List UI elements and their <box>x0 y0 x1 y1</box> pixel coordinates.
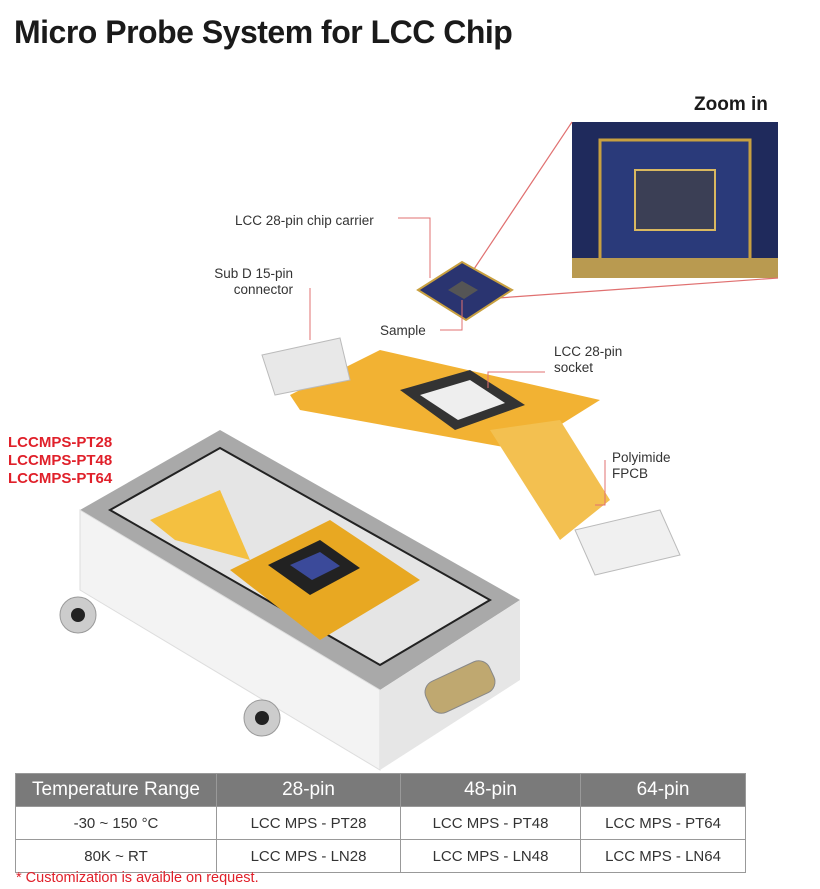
callout-socket-line1: LCC 28-pin <box>554 344 623 359</box>
header-48pin: 48-pin <box>400 773 581 807</box>
customization-note: * Customization is avaible on request. <box>16 870 259 886</box>
header-temperature: Temperature Range <box>15 773 217 807</box>
zoom-in-image <box>572 122 778 278</box>
table-cell: LCC MPS - PT48 <box>400 806 581 840</box>
model-item: LCCMPS-PT48 <box>8 452 113 469</box>
table-row: 80K ~ RT LCC MPS - LN28 LCC MPS - LN48 L… <box>15 839 746 873</box>
table-cell: LCC MPS - LN48 <box>400 839 581 873</box>
page-title: Micro Probe System for LCC Chip <box>14 14 513 50</box>
table-cell: LCC MPS - PT28 <box>216 806 401 840</box>
table-cell: LCC MPS - PT64 <box>580 806 746 840</box>
header-28pin: 28-pin <box>216 773 401 807</box>
table-header-row: Temperature Range 28-pin 48-pin 64-pin <box>15 773 746 807</box>
callout-chip-carrier: LCC 28-pin chip carrier <box>235 213 374 228</box>
callout-subd-line2: connector <box>233 282 293 297</box>
callout-socket-line2: socket <box>554 360 594 375</box>
callout-fpcb-line1: Polyimide <box>612 450 671 465</box>
callout-subd-line1: Sub D 15-pin <box>214 266 293 281</box>
callout-socket: LCC 28-pin socket <box>554 344 622 376</box>
table-cell: 80K ~ RT <box>15 839 217 873</box>
table-cell: -30 ~ 150 °C <box>15 806 217 840</box>
header-64pin: 64-pin <box>580 773 746 807</box>
callout-fpcb-line2: FPCB <box>612 466 649 481</box>
table-cell: LCC MPS - LN64 <box>580 839 746 873</box>
callout-sample: Sample <box>380 323 426 338</box>
model-list: LCCMPS-PT28 LCCMPS-PT48 LCCMPS-PT64 <box>8 434 112 488</box>
table-row: -30 ~ 150 °C LCC MPS - PT28 LCC MPS - PT… <box>15 806 746 840</box>
model-item: LCCMPS-PT28 <box>8 434 113 451</box>
model-item: LCCMPS-PT64 <box>8 470 113 487</box>
zoom-in-label: Zoom in <box>694 94 768 115</box>
callout-fpcb: Polyimide FPCB <box>612 450 671 482</box>
table-cell: LCC MPS - LN28 <box>216 839 401 873</box>
model-table: Temperature Range 28-pin 48-pin 64-pin -… <box>15 773 746 873</box>
callout-subd-connector: Sub D 15-pin connector <box>200 266 293 298</box>
